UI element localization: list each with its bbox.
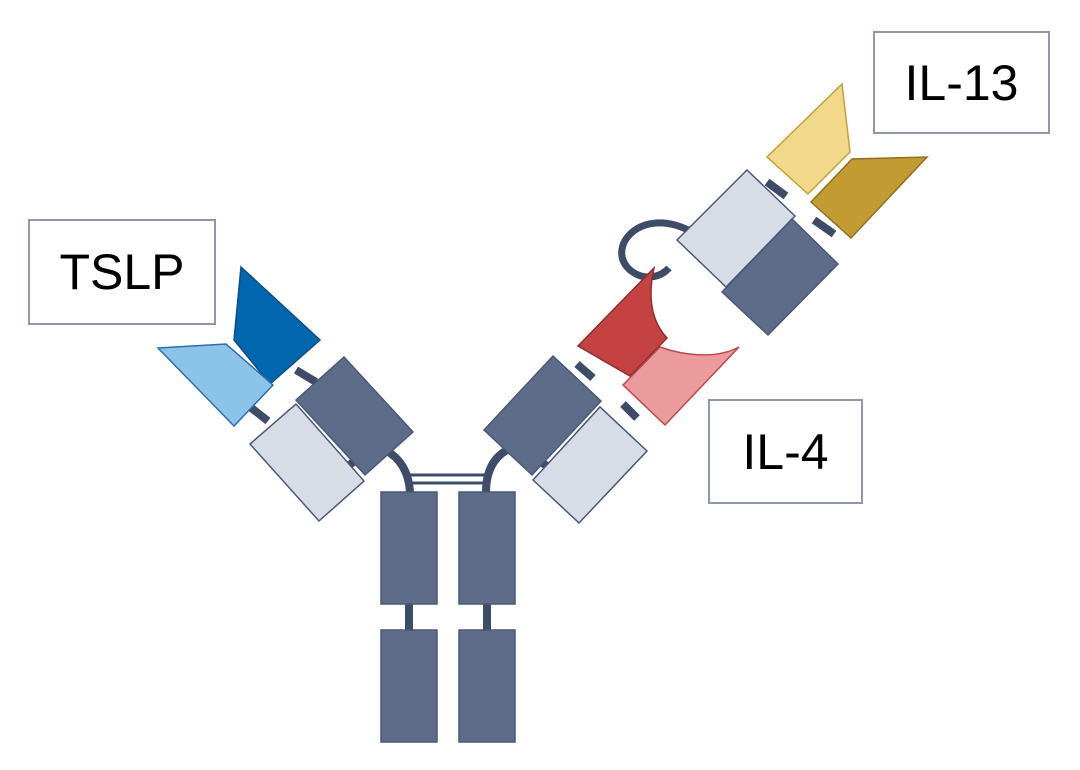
fc-ch2-left [380,491,438,605]
fc-region [380,446,516,743]
fc-ch3-right [458,629,516,743]
il13-arm-light-domain [675,168,797,289]
il13-label-text: IL-13 [904,54,1019,111]
tslp-label: TSLP [28,219,216,325]
linker-il13-dark [811,216,837,238]
linker-il13-light [764,178,789,200]
fab-right-light-domain [531,405,649,525]
fc-ch2-right [458,491,516,605]
tslp-binder-light [156,343,275,428]
hinge-arc-right [482,446,510,493]
il13-arm-heavy-domain [720,217,840,337]
il4-binder-dark [576,265,669,377]
il13-binder-light [765,82,851,196]
il13-binder-dark [809,156,929,240]
fab-right-heavy-domain [482,354,603,477]
hinge-arc-left [382,446,414,493]
fab-arm-right [482,82,929,525]
il4-binder-light [621,346,740,427]
il4-label-text: IL-4 [742,423,829,480]
fab-left-light-domain [248,402,366,523]
fc-ch3-left [380,629,438,743]
loop-linker [618,219,692,281]
fab-arm-left [156,265,415,523]
il13-label: IL-13 [873,31,1050,134]
tslp-label-text: TSLP [59,244,185,300]
linker-right-light [620,401,640,421]
linker-right-heavy [574,360,596,382]
linker-left-heavy [293,366,319,386]
linker-left-light [247,403,271,425]
il4-label: IL-4 [708,399,863,504]
fab-left-heavy-domain [294,355,415,477]
